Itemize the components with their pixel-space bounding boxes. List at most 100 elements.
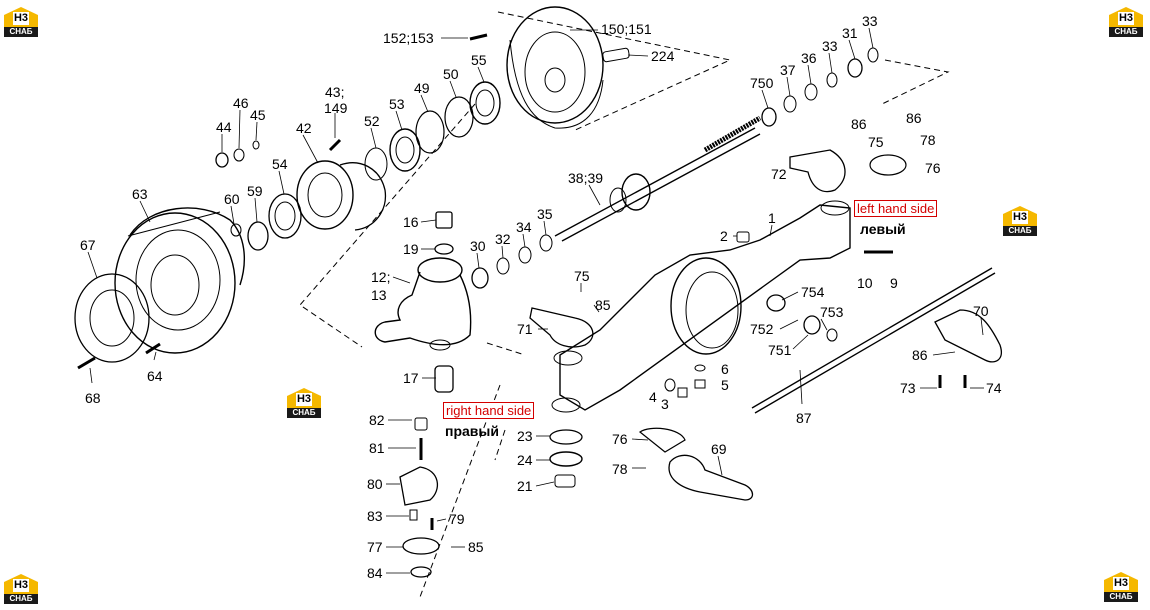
part-label: 32 (495, 231, 511, 247)
part-label: 79 (449, 511, 465, 527)
brand-logo: Н3 СНАБ (287, 388, 321, 418)
logo-text: СНАБ (287, 408, 321, 418)
part-label: 12; (371, 269, 391, 285)
logo-text: СНАБ (1104, 592, 1138, 602)
right-side-label: right hand side (443, 402, 535, 419)
part-label: 30 (470, 238, 486, 254)
part-label: 16 (403, 214, 419, 230)
part-label: 35 (537, 206, 553, 222)
flange-plate (74, 273, 150, 363)
part-label: 78 (612, 461, 628, 477)
part-label: 84 (367, 565, 383, 581)
part-label: 64 (147, 368, 163, 384)
part-label: 21 (517, 478, 533, 494)
part-label: 46 (233, 95, 249, 111)
brand-logo: Н3 СНАБ (4, 574, 38, 604)
part-label: 59 (247, 183, 263, 199)
right-side-label-ru: правый (445, 423, 499, 439)
part-label: 753 (820, 304, 844, 320)
part-label: 45 (250, 107, 266, 123)
wheel-hub (296, 160, 387, 231)
part-label: 150;151 (601, 21, 652, 37)
part-label: 71 (517, 321, 533, 337)
logo-text: СНАБ (1109, 27, 1143, 37)
part-label: 13 (371, 287, 387, 303)
logo-mark: Н3 (1113, 577, 1129, 590)
logo-text: СНАБ (4, 594, 38, 604)
part-label: 9 (890, 275, 898, 291)
leader-lines (87, 27, 984, 574)
part-label: 43; (325, 84, 345, 100)
part-label: 152;153 (383, 30, 434, 46)
part-label: 224 (651, 48, 675, 64)
part-label: 34 (516, 219, 532, 235)
part-label: 17 (403, 370, 419, 386)
part-label: 52 (364, 113, 380, 129)
part-label: 63 (132, 186, 148, 202)
part-label: 3 (661, 396, 669, 412)
part-label: 49 (414, 80, 430, 96)
part-label: 75 (574, 268, 590, 284)
part-label: 752 (750, 321, 774, 337)
part-label: 53 (389, 96, 405, 112)
part-label: 70 (973, 303, 989, 319)
part-label: 36 (801, 50, 817, 66)
left-side-label: left hand side (854, 200, 938, 217)
part-label: 751 (768, 342, 792, 358)
part-label: 82 (369, 412, 385, 428)
part-label: 19 (403, 241, 419, 257)
part-label: 74 (986, 380, 1002, 396)
part-label: 37 (780, 62, 796, 78)
part-label: 87 (796, 410, 812, 426)
part-label: 31 (842, 25, 858, 41)
part-label: 6 (721, 361, 729, 377)
axle-housing (551, 200, 851, 413)
part-label: 24 (517, 452, 533, 468)
part-label: 80 (367, 476, 383, 492)
part-label: 2 (720, 228, 728, 244)
part-label: 4 (649, 389, 657, 405)
part-label: 750 (750, 75, 774, 91)
part-label: 44 (216, 119, 232, 135)
part-label: 38;39 (568, 170, 604, 186)
part-label: 76 (925, 160, 941, 176)
part-label: 86 (906, 110, 922, 126)
logo-mark: Н3 (13, 579, 29, 592)
logo-text: СНАБ (4, 27, 38, 37)
part-label: 754 (801, 284, 825, 300)
part-label: 5 (721, 377, 729, 393)
part-label: 54 (272, 156, 288, 172)
part-label: 149 (324, 100, 348, 116)
brand-logo: Н3 СНАБ (1104, 572, 1138, 602)
part-label: 77 (367, 539, 383, 555)
part-label: 78 (920, 132, 936, 148)
part-label: 85 (468, 539, 484, 555)
part-label: 85 (595, 297, 611, 313)
logo-mark: Н3 (1118, 12, 1134, 25)
part-label: 50 (443, 66, 459, 82)
steering-knuckle (374, 257, 472, 351)
tie-rod (751, 267, 996, 414)
part-label: 86 (851, 116, 867, 132)
logo-mark: Н3 (296, 393, 312, 406)
axle-shaft (554, 115, 762, 242)
part-label: 10 (857, 275, 873, 291)
part-label: 1 (768, 210, 776, 226)
left-side-label-ru: левый (860, 221, 906, 237)
part-label: 60 (224, 191, 240, 207)
part-label: 55 (471, 52, 487, 68)
part-label: 83 (367, 508, 383, 524)
logo-mark: Н3 (1012, 211, 1028, 224)
part-label: 42 (296, 120, 312, 136)
brand-logo: Н3 СНАБ (4, 7, 38, 37)
part-label: 76 (612, 431, 628, 447)
part-label: 73 (900, 380, 916, 396)
brake-drum (114, 207, 245, 354)
dashed-guides (299, 11, 950, 598)
brand-logo: Н3 СНАБ (1109, 7, 1143, 37)
part-label: 72 (771, 166, 787, 182)
part-label: 23 (517, 428, 533, 444)
brand-logo: Н3 СНАБ (1003, 206, 1037, 236)
